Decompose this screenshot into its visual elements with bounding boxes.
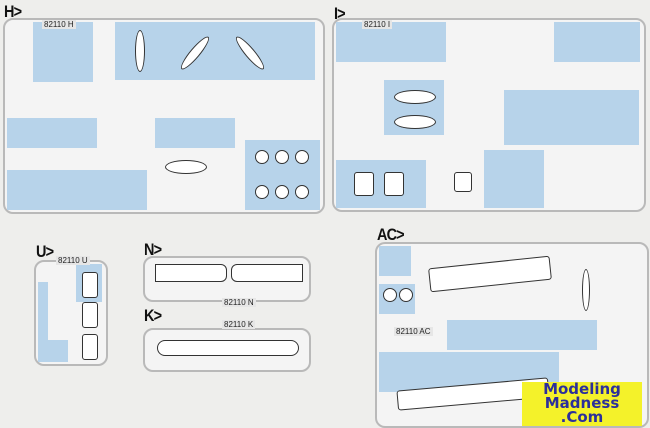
highlighted-area [33,22,93,82]
kit-part [275,150,289,164]
modeling-madness-logo: Modeling Madness .Com [522,382,642,426]
sprue-i [332,18,646,212]
kit-part [295,150,309,164]
logo-line-1: Modeling [543,380,621,398]
kit-part [165,160,207,174]
highlighted-area [38,340,68,362]
kit-part [354,172,374,196]
sprue-label-k: K> [144,306,162,325]
kit-part [255,150,269,164]
kit-part [295,185,309,199]
kit-part [383,288,397,302]
highlighted-area [447,320,597,350]
sprue-code-k: 82110 K [222,320,256,329]
highlighted-area [115,22,315,80]
sprue-label-ac: AC> [377,225,405,244]
highlighted-area [38,282,48,340]
sprue-k [143,328,311,372]
kit-part [82,272,98,298]
highlighted-area [554,22,640,62]
kit-part [155,264,227,282]
highlighted-area [336,160,426,208]
sprue-n [143,256,311,302]
logo-line-3: .Com [560,408,604,426]
kit-part [135,30,145,72]
sprue-label-i: I> [334,4,346,23]
kit-part [394,115,436,129]
highlighted-area [155,118,235,148]
logo-line-2: Madness [544,394,620,412]
highlighted-area [7,118,97,148]
sprue-code-h: 82110 H [42,20,76,29]
sprue-code-n: 82110 N [222,298,256,307]
kit-part [399,288,413,302]
sprue-u [34,260,108,366]
kit-part [384,172,404,196]
kit-part [231,264,303,282]
sprue-h [3,18,325,214]
highlighted-area [7,170,147,210]
sprue-label-u: U> [36,242,54,261]
kit-part [82,334,98,360]
kit-part [428,255,552,293]
kit-part [82,302,98,328]
sprue-label-n: N> [144,240,162,259]
sprue-code-u: 82110 U [56,256,90,265]
sprue-code-ac: 82110 AC [394,327,433,336]
kit-part [275,185,289,199]
kit-part [394,90,436,104]
sprue-label-h: H> [4,2,22,21]
sprue-code-i: 82110 I [362,20,393,29]
kit-part [582,269,590,311]
kit-part [454,172,472,192]
highlighted-area [484,150,544,208]
highlighted-area [379,246,411,276]
kit-part [157,340,299,356]
highlighted-area [504,90,639,145]
kit-part [255,185,269,199]
